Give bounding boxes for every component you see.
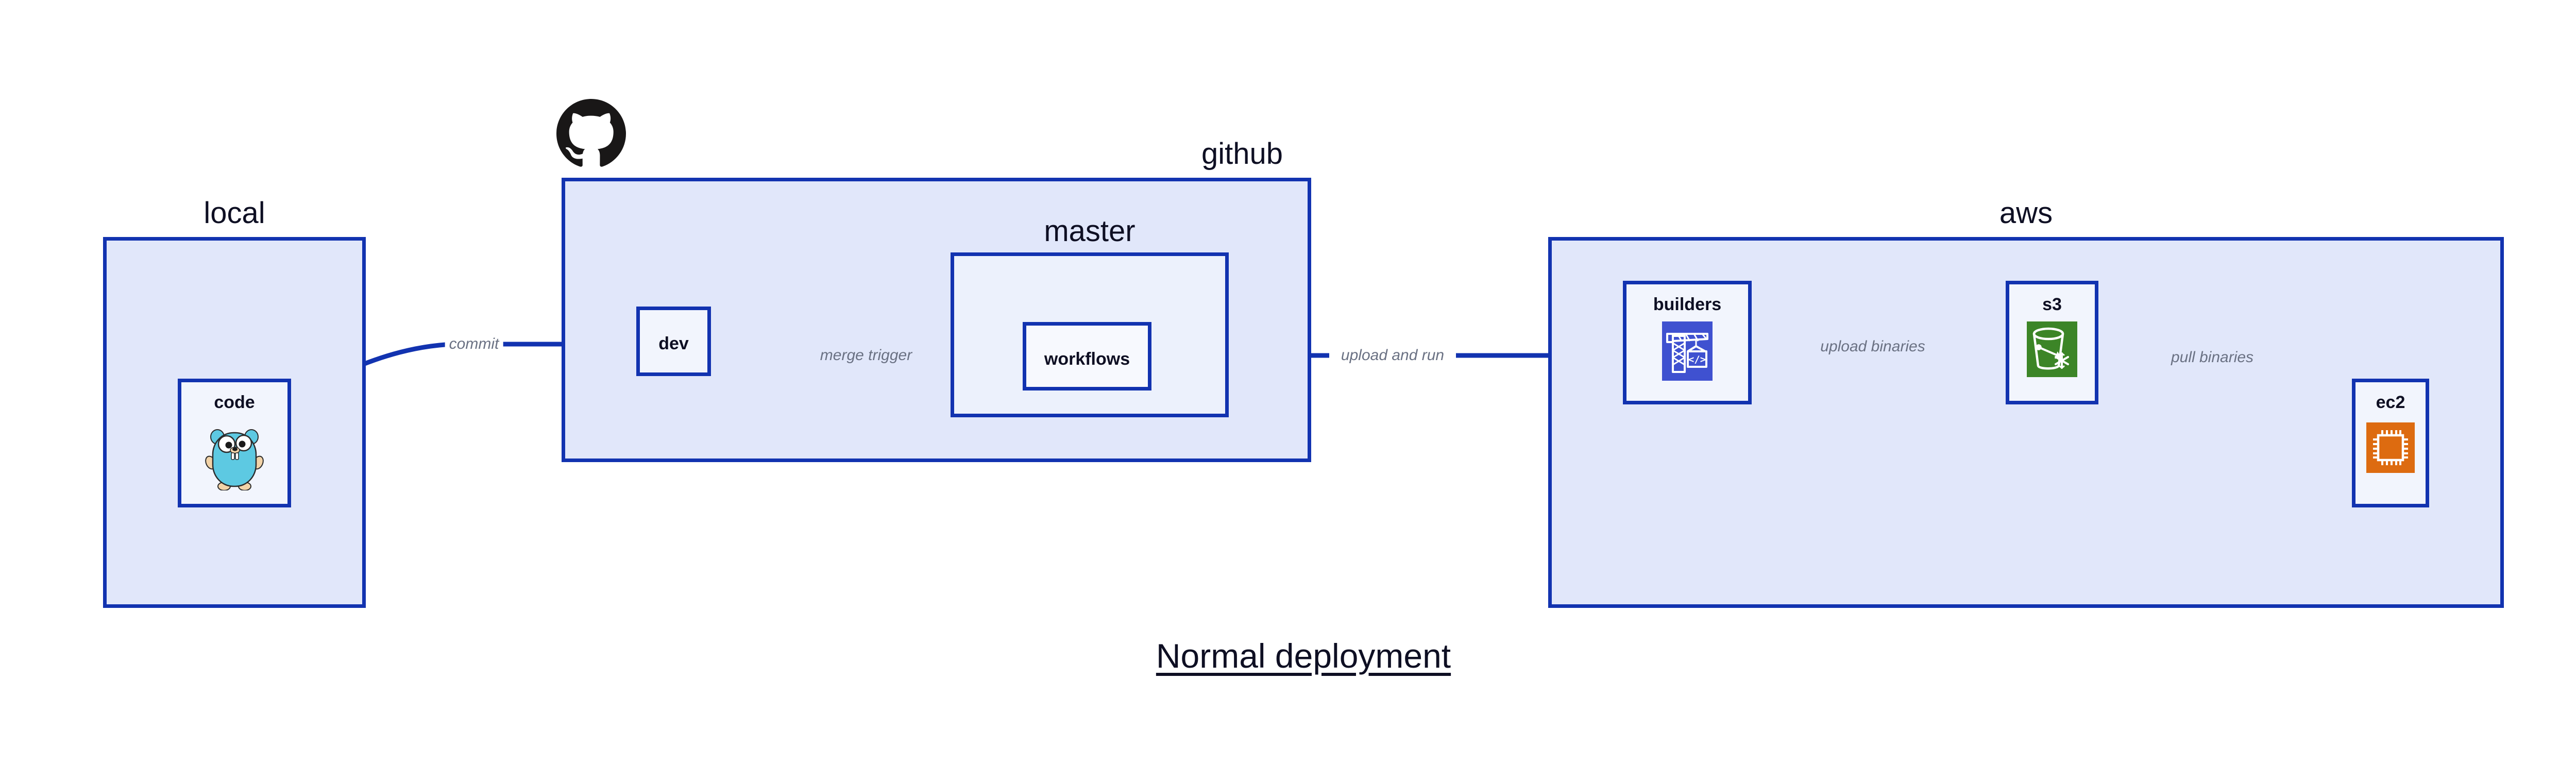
- aws-ec2-chip-icon: [2366, 422, 2415, 473]
- edge-label-upload-binaries: upload binaries: [1816, 339, 1929, 354]
- node-s3[interactable]: s3: [2006, 281, 2098, 404]
- node-label-s3: s3: [2042, 295, 2062, 314]
- edge-label-commit: commit: [445, 336, 503, 352]
- node-label-code: code: [214, 393, 255, 412]
- svg-text:</>: </>: [1688, 354, 1706, 365]
- edge-label-pull-binaries: pull binaries: [2166, 350, 2258, 365]
- subgroup-label-master: master: [1044, 214, 1136, 248]
- github-octocat-logo: [556, 99, 626, 168]
- aws-s3-bucket-icon: [2027, 321, 2077, 377]
- edge-label-upload-and-run: upload and run: [1336, 348, 1449, 363]
- node-label-builders: builders: [1653, 295, 1722, 314]
- edge-label-merge-trigger: merge trigger: [816, 348, 917, 363]
- node-label-ec2: ec2: [2376, 393, 2405, 412]
- node-label-dev: dev: [658, 334, 689, 353]
- node-code[interactable]: code: [178, 379, 291, 507]
- node-ec2[interactable]: ec2: [2352, 379, 2429, 507]
- node-dev[interactable]: dev: [636, 307, 711, 376]
- diagram-title: Normal deployment: [1156, 637, 1451, 675]
- node-workflows[interactable]: workflows: [1023, 322, 1151, 390]
- group-label-aws: aws: [1999, 196, 2053, 230]
- group-label-local: local: [204, 196, 265, 230]
- go-gopher-icon: [204, 423, 265, 491]
- node-builders[interactable]: builders <: [1623, 281, 1752, 404]
- node-label-workflows: workflows: [1044, 349, 1130, 369]
- aws-codebuild-crane-icon: </>: [1662, 321, 1713, 381]
- group-label-github: github: [1201, 137, 1283, 171]
